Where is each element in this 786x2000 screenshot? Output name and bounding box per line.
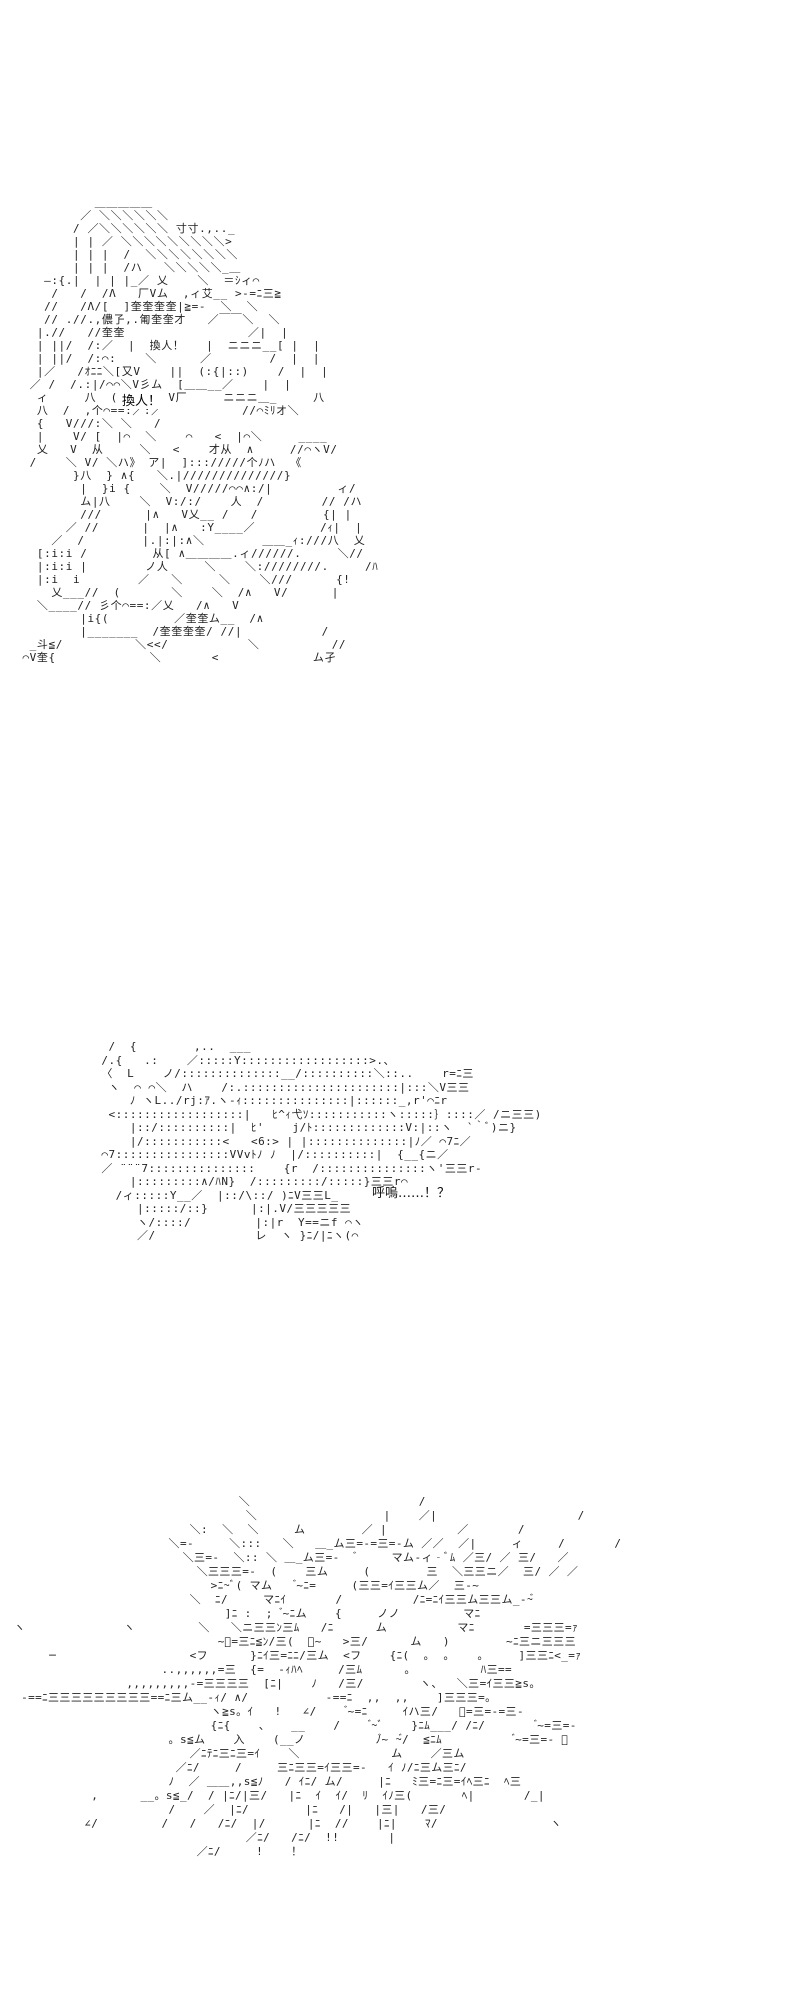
ascii-art-panel-1: ＿＿＿＿＿ ／ ＼＼＼＼＼＼ / ／＼＼＼＼＼＼ 寸寸.,.._ | | ／ ＼…	[22, 196, 379, 664]
speech-bubble-text: 換人！	[118, 390, 166, 409]
dialogue-text: 呼嗚……！？	[372, 1186, 451, 1201]
ascii-art-panel-2: / { ,.. ___ /.{ .: ／:::::Y::::::::::::::…	[101, 1040, 542, 1242]
ascii-art-panel-3: ＼ / ＼ | ／| / ＼: ＼ ＼ ム ／ | ／ /	[14, 1495, 622, 1858]
